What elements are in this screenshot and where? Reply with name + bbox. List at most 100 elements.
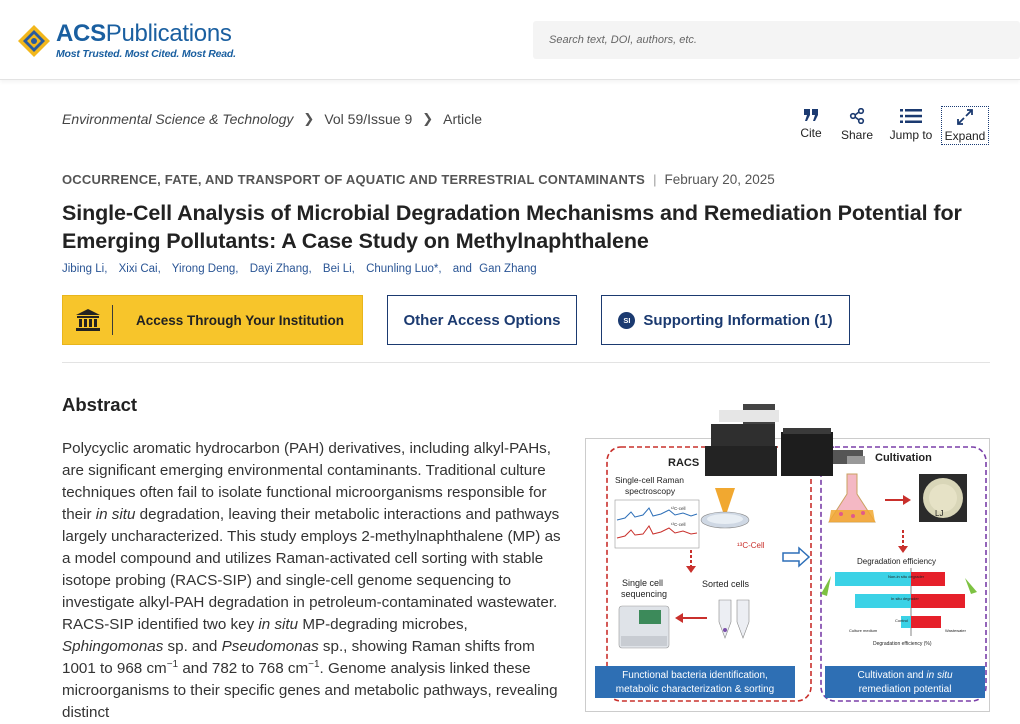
- arrow-left-icon: [675, 613, 683, 623]
- legend-wastewater: Wastewater: [945, 628, 967, 633]
- degradation-efficiency-label: Degradation efficiency: [857, 557, 936, 566]
- expand-button[interactable]: Expand: [941, 106, 989, 145]
- breadcrumb-type: Article: [443, 111, 483, 127]
- abstract-segment: MP-degrading microbes,: [298, 616, 468, 633]
- peak-label-13c: ¹³C-cell: [671, 522, 686, 527]
- degradation-bar-chart: Non-in situ degrader In situ degrader Co…: [821, 568, 977, 647]
- caption-segment: Cultivation and: [857, 670, 926, 681]
- share-icon: [849, 108, 865, 124]
- acs-logo[interactable]: ACSPublications Most Trusted. Most Cited…: [16, 22, 236, 60]
- sample-tubes-image: [718, 599, 750, 639]
- jump-to-button[interactable]: Jump to: [887, 108, 935, 145]
- abstract-superscript: −1: [308, 659, 320, 670]
- sequencer-image: [618, 605, 670, 649]
- si-icon: SI: [618, 311, 636, 329]
- jump-label: Jump to: [889, 128, 933, 142]
- abstract-segment: . Genome analysis linked these microorga…: [62, 660, 558, 721]
- abstract-segment: sp., showing Raman shifts from 1001 to 9…: [62, 638, 535, 677]
- abstract-italic: in situ: [258, 616, 299, 633]
- list-icon: [900, 109, 922, 123]
- search-placeholder: Search text, DOI, authors, etc.: [549, 34, 697, 46]
- cite-button[interactable]: Cite: [795, 108, 827, 145]
- plate-label: LJ: [935, 509, 943, 518]
- author-link[interactable]: Gan Zhang: [479, 263, 537, 275]
- logo-acs: ACS: [56, 20, 106, 47]
- peak-label-12c: ¹²C-cell: [671, 506, 686, 511]
- author-link[interactable]: Dayi Zhang,: [249, 263, 312, 275]
- legend-in-situ: In situ degrader: [891, 596, 919, 601]
- racs-caption-line1: Functional bacteria identification,: [622, 670, 768, 681]
- breadcrumb-issue[interactable]: Vol 59/Issue 9: [324, 111, 413, 127]
- abstract-text: Polycyclic aromatic hydrocarbon (PAH) de…: [62, 438, 562, 724]
- racs-label: RACS: [668, 457, 699, 469]
- chevron-right-icon: ❯: [422, 111, 434, 126]
- site-header: ACSPublications Most Trusted. Most Cited…: [0, 0, 1020, 80]
- quote-icon: [804, 109, 818, 121]
- cultivation-caption-line1: Cultivation and in situ: [857, 670, 952, 681]
- author-and: and: [452, 263, 472, 275]
- legend-culture-medium: Culture medium: [849, 628, 878, 633]
- axis-label: Degradation efficiency (%): [873, 641, 932, 647]
- article-title: Single-Cell Analysis of Microbial Degrad…: [62, 201, 962, 253]
- sequencing-label: sequencing: [621, 589, 667, 599]
- divider: [62, 362, 990, 363]
- institution-icon: [63, 305, 113, 335]
- sorted-cells-label: Sorted cells: [702, 579, 750, 589]
- abstract-segment: Polycyclic aromatic hydrocarbon (PAH) de…: [62, 440, 551, 523]
- author-link[interactable]: Jibing Li,: [62, 263, 108, 275]
- divider: |: [653, 172, 657, 187]
- abstract-italic: Sphingomonas: [62, 638, 164, 655]
- author-list: Jibing Li, Xixi Cai, Yirong Deng, Dayi Z…: [62, 263, 545, 275]
- supporting-info-button[interactable]: SI Supporting Information (1): [601, 295, 850, 345]
- sorting-chip-image: [700, 488, 750, 529]
- share-label: Share: [840, 128, 874, 142]
- arrow-right-icon: [782, 546, 811, 568]
- culture-flask-image: [828, 473, 876, 523]
- acs-emblem-icon: [18, 25, 50, 57]
- supporting-info-label: Supporting Information (1): [643, 311, 833, 329]
- search-input[interactable]: Search text, DOI, authors, etc.: [533, 21, 1020, 59]
- abstract-segment: degradation, leaving their metabolic int…: [62, 506, 561, 633]
- author-link[interactable]: Xixi Cai,: [118, 263, 161, 275]
- breadcrumb-journal[interactable]: Environmental Science & Technology: [62, 111, 294, 127]
- single-cell-label: Single cell: [622, 578, 663, 588]
- cultivation-label: Cultivation: [875, 452, 932, 464]
- petri-dish-image: LJ: [919, 474, 967, 522]
- legend-control: Control: [895, 618, 908, 623]
- logo-publications: Publications: [105, 20, 232, 47]
- expand-label: Expand: [944, 129, 986, 143]
- article-section: Occurrence, Fate, and Transport of Aquat…: [62, 172, 775, 187]
- spectroscopy-label: spectroscopy: [625, 486, 676, 496]
- section-name[interactable]: Occurrence, Fate, and Transport of Aquat…: [62, 172, 646, 187]
- racs-caption-line2: metabolic characterization & sorting: [616, 684, 774, 695]
- abstract-italic: in situ: [95, 506, 136, 523]
- institution-access-label: Access Through Your Institution: [136, 312, 345, 328]
- institution-access-button[interactable]: Access Through Your Institution: [62, 295, 363, 345]
- arrow-down-icon: [898, 546, 908, 553]
- share-button[interactable]: Share: [837, 108, 877, 145]
- chevron-right-icon: ❯: [303, 111, 315, 126]
- author-link[interactable]: Chunling Luo*,: [366, 263, 442, 275]
- caption-italic: in situ: [926, 670, 953, 681]
- cultivation-region: [820, 446, 987, 702]
- raman-label: Single-cell Raman: [615, 475, 684, 485]
- legend-non-in-situ: Non-in situ degrader: [888, 574, 925, 579]
- cultivation-caption-box: [825, 666, 985, 698]
- raman-instrument-image: [705, 404, 865, 476]
- logo-tagline: Most Trusted. Most Cited. Most Read.: [56, 48, 236, 60]
- toc-graphic[interactable]: RACS Cultivation Single-cell Raman spect…: [585, 400, 990, 712]
- cultivation-caption-line2: remediation potential: [859, 684, 952, 695]
- arrow-right-icon: [903, 495, 911, 505]
- breadcrumb: Environmental Science & Technology ❯ Vol…: [62, 111, 482, 127]
- author-link[interactable]: Bei Li,: [322, 263, 355, 275]
- cite-label: Cite: [800, 126, 822, 140]
- publication-date: February 20, 2025: [664, 172, 775, 187]
- abstract-segment: sp. and: [163, 638, 222, 655]
- arrow-icon: [821, 576, 831, 596]
- abstract-superscript: −1: [166, 659, 179, 670]
- toc-illustration: RACS Cultivation Single-cell Raman spect…: [595, 404, 987, 702]
- other-access-button[interactable]: Other Access Options: [387, 295, 577, 345]
- author-link[interactable]: Yirong Deng,: [171, 263, 239, 275]
- abstract-heading: Abstract: [62, 394, 138, 415]
- abstract-italic: Pseudomonas: [221, 638, 319, 655]
